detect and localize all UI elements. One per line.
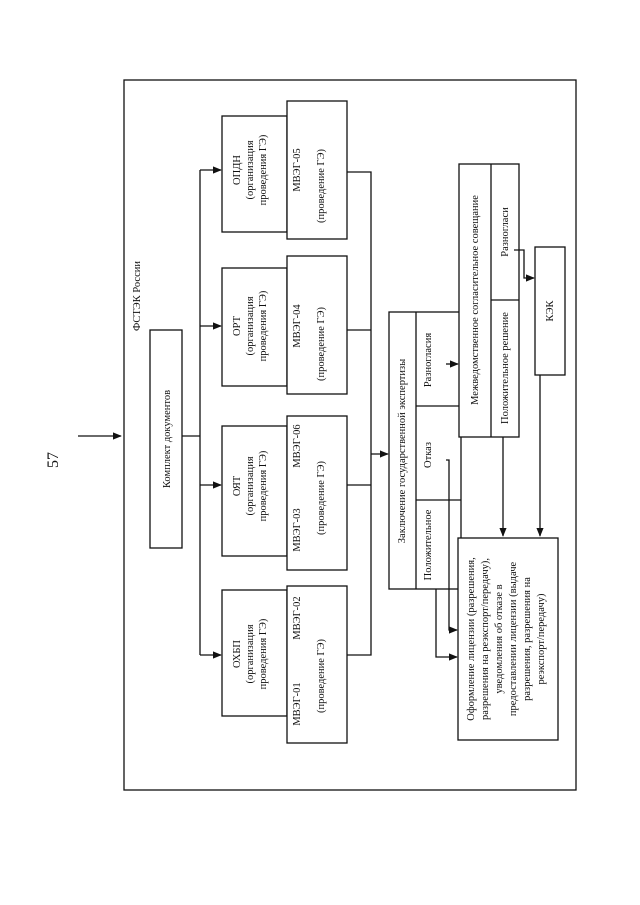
expert-group-03-06-caption: (проведение ГЭ) xyxy=(316,460,327,535)
expert-group-01-label: МВЭГ-01 xyxy=(292,682,303,725)
organizer-oyat-line1: (организация xyxy=(245,456,256,515)
expert-group-01-02-caption: (проведение ГЭ) xyxy=(316,638,327,713)
expert-group-04-caption: (проведение ГЭ) xyxy=(316,306,327,381)
kek-box xyxy=(534,246,566,376)
organizer-ort-name: ОРТ xyxy=(232,315,243,336)
collector-line xyxy=(347,171,372,656)
organizer-ort xyxy=(221,267,288,387)
organizer-ort-line1: (организация xyxy=(245,296,256,355)
page-number: 57 xyxy=(45,452,62,468)
expert-group-06-label: МВЭГ-06 xyxy=(292,424,303,467)
arrow-meeting-to-kek xyxy=(514,249,535,282)
organizer-ohbp-line1: (организация xyxy=(245,624,256,683)
organizer-opdn-name: ОПДН xyxy=(232,155,243,185)
organizer-oyat-name: ОЯТ xyxy=(232,475,243,496)
expert-group-02-label: МВЭГ-02 xyxy=(292,596,303,639)
expert-group-03-label: МВЭГ-03 xyxy=(292,508,303,551)
result-line-2: разрешения на реэкспорт/передачу), xyxy=(480,558,491,720)
fstek-title: ФСТЭК России xyxy=(132,261,143,331)
documents-label: Комплект документов xyxy=(162,390,173,488)
organizer-opdn-line1: (организация xyxy=(245,140,256,199)
result-line-3: уведомления об отказе в xyxy=(494,584,505,693)
conclusion-title: Заключение государственной экспертизы xyxy=(397,359,408,543)
expert-group-05-label: МВЭГ-05 xyxy=(292,148,303,191)
expert-group-05 xyxy=(286,100,348,240)
documents-box xyxy=(149,329,183,549)
organizer-ohbp xyxy=(221,589,288,717)
expert-group-01-02 xyxy=(286,585,348,744)
meeting-disagreement: Разногласи xyxy=(500,207,511,257)
meeting-title: Межведомственное согласительное совещани… xyxy=(470,195,481,405)
conclusion-positive: Положительное xyxy=(423,509,434,580)
organizer-ohbp-line2: проведения ГЭ) xyxy=(258,618,269,689)
result-line-4: предоставлении лицензии (выдаче xyxy=(508,562,519,717)
result-box xyxy=(457,537,559,741)
meeting-positive: Положительное решение xyxy=(500,312,511,424)
conclusion-disagreement: Разногласия xyxy=(423,333,434,387)
organizer-ohbp-name: ОХБП xyxy=(232,640,243,668)
arrow-positive-to-result xyxy=(435,589,458,661)
result-line-1: Оформление лицензии (разрешения, xyxy=(466,557,477,720)
expert-group-05-caption: (проведение ГЭ) xyxy=(316,148,327,223)
kek-label: КЭК xyxy=(545,299,556,321)
conclusion-refusal: Отказ xyxy=(423,442,434,468)
expert-group-04-label: МВЭГ-04 xyxy=(292,304,303,348)
expert-group-03-06 xyxy=(286,415,348,571)
arrow-refusal-to-result xyxy=(446,459,458,634)
organizer-oyat-line2: проведения ГЭ) xyxy=(258,450,269,521)
organizer-oyat xyxy=(221,425,288,557)
organizer-ort-line2: проведения ГЭ) xyxy=(258,290,269,361)
result-line-6: реэкспорт/передачу) xyxy=(536,593,547,685)
organizer-opdn-line2: проведения ГЭ) xyxy=(258,134,269,205)
expert-group-04 xyxy=(286,255,348,395)
organizer-opdn xyxy=(221,115,288,233)
result-line-5: разрешения, разрешения на xyxy=(522,577,533,701)
